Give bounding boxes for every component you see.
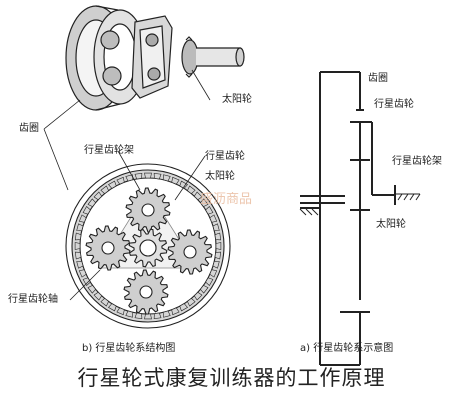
ring-tooth bbox=[171, 307, 180, 316]
ring-tooth bbox=[78, 214, 87, 223]
ring-tooth bbox=[74, 232, 82, 241]
label-sun-gear-schematic: 太阳轮 bbox=[376, 219, 406, 230]
ring-tooth bbox=[162, 310, 171, 318]
page-title: 行星轮式康复训练器的工作原理 bbox=[77, 366, 386, 390]
ring-tooth bbox=[78, 269, 87, 278]
ring-tooth bbox=[134, 172, 143, 180]
label-planet-gear: 行星齿轮 bbox=[205, 151, 245, 162]
ring-tooth bbox=[93, 191, 103, 201]
planet-gear-bottom bbox=[123, 269, 169, 315]
ring-tooth bbox=[82, 277, 91, 286]
ring-tooth bbox=[212, 260, 220, 269]
ring-tooth bbox=[82, 206, 91, 215]
ring-tooth bbox=[212, 223, 220, 232]
ring-tooth bbox=[116, 176, 125, 185]
ring-tooth bbox=[193, 191, 203, 201]
ring-tooth bbox=[144, 313, 152, 320]
ring-teeth bbox=[74, 172, 222, 320]
ring-tooth bbox=[205, 277, 214, 286]
ring-tooth bbox=[205, 206, 214, 215]
ring-tooth bbox=[187, 298, 196, 307]
ring-tooth bbox=[215, 242, 222, 250]
ring-tooth bbox=[187, 185, 196, 194]
caption-structure: b) 行星齿轮系结构图 bbox=[82, 343, 176, 354]
ring-tooth bbox=[153, 312, 162, 320]
label-planet-gear-schematic: 行星齿轮 bbox=[374, 99, 414, 110]
ring-tooth bbox=[93, 291, 103, 301]
planet-top-hub bbox=[141, 203, 155, 217]
ring-tooth bbox=[76, 260, 84, 269]
output-shaft bbox=[196, 47, 241, 67]
leader-lines bbox=[43, 69, 211, 301]
ring-tooth bbox=[100, 185, 109, 194]
ring-tooth bbox=[153, 172, 162, 180]
ring-tooth bbox=[179, 303, 188, 312]
ring-tooth bbox=[76, 223, 84, 232]
planet-gear-left bbox=[85, 225, 131, 271]
ring-tooth bbox=[171, 176, 180, 185]
label-sun-gear-top: 太阳轮 bbox=[222, 94, 252, 105]
gear-structure-drawing bbox=[65, 163, 231, 329]
ring-tooth bbox=[214, 251, 222, 260]
label-ring-gear-schematic: 齿圈 bbox=[368, 73, 388, 84]
ring-tooth bbox=[108, 180, 117, 189]
label-sun-gear: 太阳轮 bbox=[205, 171, 235, 182]
exploded-view-drawing bbox=[65, 5, 245, 111]
ring-tooth bbox=[100, 298, 109, 307]
ring-tooth bbox=[87, 285, 96, 294]
ring-tooth bbox=[209, 269, 218, 278]
sun-gear-3d bbox=[181, 39, 199, 75]
schematic-drawing bbox=[300, 71, 396, 366]
label-planet-carrier-schematic: 行星齿轮架 bbox=[392, 156, 442, 167]
planet-gear-top bbox=[125, 187, 171, 233]
caption-schematic: a) 行星齿轮系示意图 bbox=[300, 343, 394, 354]
ring-tooth bbox=[209, 214, 218, 223]
ring-tooth bbox=[125, 310, 134, 318]
watermark: 盛沥商品 bbox=[200, 192, 253, 207]
ring-tooth bbox=[214, 232, 222, 241]
label-planet-carrier: 行星齿轮架 bbox=[84, 145, 134, 156]
ring-tooth bbox=[74, 242, 81, 250]
label-ring-gear: 齿圈 bbox=[19, 123, 39, 134]
label-planet-shaft: 行星齿轮轴 bbox=[8, 294, 58, 305]
planet-left-hub bbox=[101, 241, 115, 255]
ring-tooth bbox=[144, 172, 152, 179]
planet-right-hub bbox=[183, 245, 197, 259]
planet-bottom-hub bbox=[139, 285, 153, 299]
ring-tooth bbox=[116, 307, 125, 316]
ring-tooth bbox=[108, 303, 117, 312]
ring-tooth bbox=[87, 198, 96, 207]
planet-gear-right bbox=[167, 229, 213, 275]
ring-tooth bbox=[200, 198, 209, 207]
ring-tooth bbox=[125, 174, 134, 182]
ring-tooth bbox=[162, 174, 171, 182]
ring-tooth bbox=[200, 285, 209, 294]
ground-hatch bbox=[299, 193, 421, 216]
ring-tooth bbox=[74, 251, 82, 260]
ring-tooth bbox=[179, 180, 188, 189]
ring-tooth bbox=[193, 291, 203, 301]
